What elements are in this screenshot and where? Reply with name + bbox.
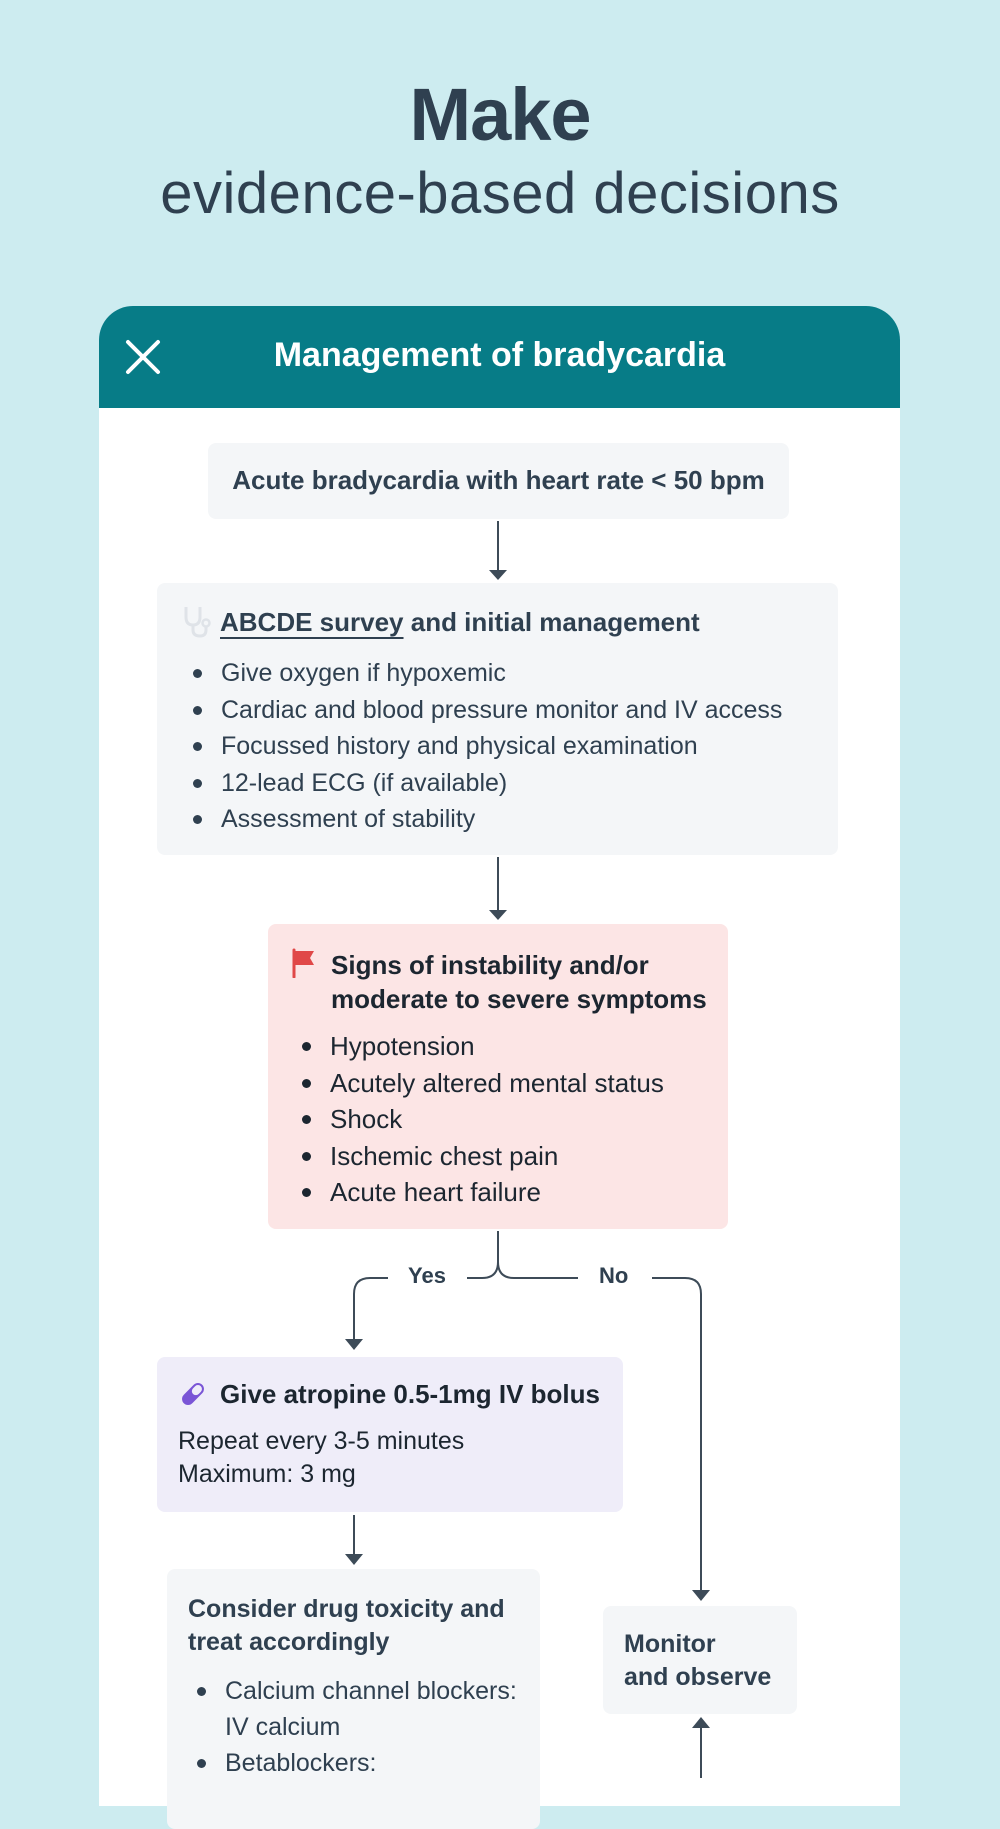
branch-no-label: No — [599, 1263, 629, 1288]
list-item: Calcium channel blockers: IV calcium — [195, 1673, 535, 1745]
abcde-title-rest: and initial management — [403, 607, 700, 637]
atropine-maximum: Maximum: 3 mg — [178, 1460, 356, 1488]
list-item: Shock — [300, 1101, 664, 1138]
abcde-survey-link[interactable]: ABCDE survey — [220, 607, 404, 637]
node-start: Acute bradycardia with heart rate < 50 b… — [208, 443, 789, 519]
list-item: Give oxygen if hypoxemic — [191, 655, 782, 692]
connector-no — [652, 1277, 702, 1598]
instability-list: Hypotension Acutely altered mental statu… — [300, 1028, 664, 1211]
node-start-label: Acute bradycardia with heart rate < 50 b… — [232, 465, 765, 495]
list-item: Focussed history and physical examinatio… — [191, 728, 782, 765]
flow-connectors — [345, 521, 710, 1778]
abcde-title: ABCDE survey and initial management — [220, 607, 700, 638]
node-monitor: Monitor and observe — [603, 1606, 797, 1714]
list-item: Ischemic chest pain — [300, 1138, 664, 1175]
connector-yes — [353, 1277, 388, 1346]
abcde-list: Give oxygen if hypoxemic Cardiac and blo… — [191, 655, 782, 838]
pill-icon — [178, 1379, 208, 1409]
list-item: Assessment of stability — [191, 801, 782, 838]
node-atropine: Give atropine 0.5-1mg IV bolus Repeat ev… — [157, 1357, 623, 1512]
atropine-title: Give atropine 0.5-1mg IV bolus — [220, 1379, 600, 1409]
drug-toxicity-title: Consider drug toxicity and treat accordi… — [188, 1595, 505, 1656]
list-item: Hypotension — [300, 1028, 664, 1065]
node-abcde: ABCDE survey and initial management Give… — [157, 583, 838, 855]
list-item: Acutely altered mental status — [300, 1065, 664, 1102]
card-header: Management of bradycardia — [99, 306, 900, 408]
connector-branch-stem — [467, 1231, 499, 1279]
card-title: Management of bradycardia — [273, 336, 726, 374]
list-item: Betablockers: — [195, 1745, 535, 1781]
monitor-label: Monitor and observe — [624, 1630, 772, 1691]
hero-title: Make — [409, 73, 591, 156]
branch-yes-label: Yes — [408, 1263, 446, 1288]
node-drug-toxicity: Consider drug toxicity and treat accordi… — [167, 1569, 540, 1829]
atropine-repeat: Repeat every 3-5 minutes — [178, 1427, 465, 1455]
instability-title: Signs of instability and/or moderate to … — [331, 950, 707, 1014]
close-icon[interactable] — [125, 339, 161, 375]
red-flag-icon — [291, 948, 317, 979]
stethoscope-icon — [181, 605, 211, 639]
algorithm-card: Management of bradycardia — [99, 306, 900, 1806]
node-instability: Signs of instability and/or moderate to … — [268, 924, 728, 1229]
list-item: Acute heart failure — [300, 1174, 664, 1211]
hero-subtitle: evidence-based decisions — [160, 161, 840, 226]
list-item: 12-lead ECG (if available) — [191, 765, 782, 802]
drug-toxicity-list: Calcium channel blockers: IV calcium Bet… — [195, 1673, 535, 1781]
list-item: Cardiac and blood pressure monitor and I… — [191, 692, 782, 729]
